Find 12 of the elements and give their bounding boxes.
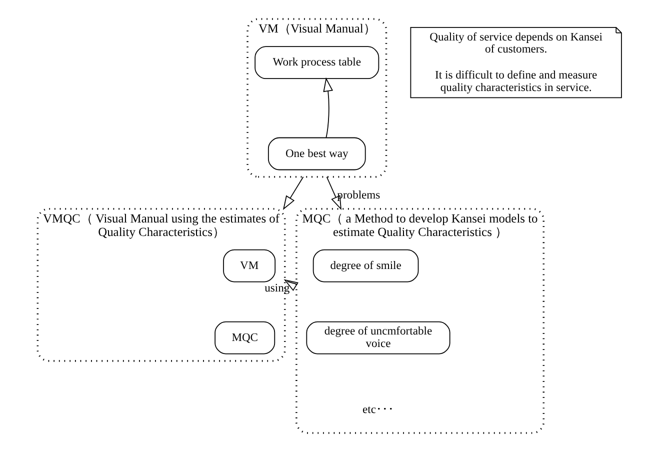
node-box: Work process table bbox=[254, 46, 379, 80]
node-text: etc･･･ bbox=[362, 404, 394, 416]
arrow bbox=[283, 279, 298, 291]
node-box: degree of smile bbox=[312, 249, 418, 282]
arrow bbox=[326, 176, 341, 210]
node-box: VM bbox=[222, 249, 276, 282]
node-box: degree of uncmfortable voice bbox=[306, 321, 450, 354]
node-box: MQC bbox=[214, 321, 275, 354]
arrow bbox=[322, 77, 333, 138]
edge-label: problems bbox=[336, 190, 380, 202]
node-box: One best way bbox=[267, 137, 366, 170]
arrow bbox=[282, 176, 304, 210]
